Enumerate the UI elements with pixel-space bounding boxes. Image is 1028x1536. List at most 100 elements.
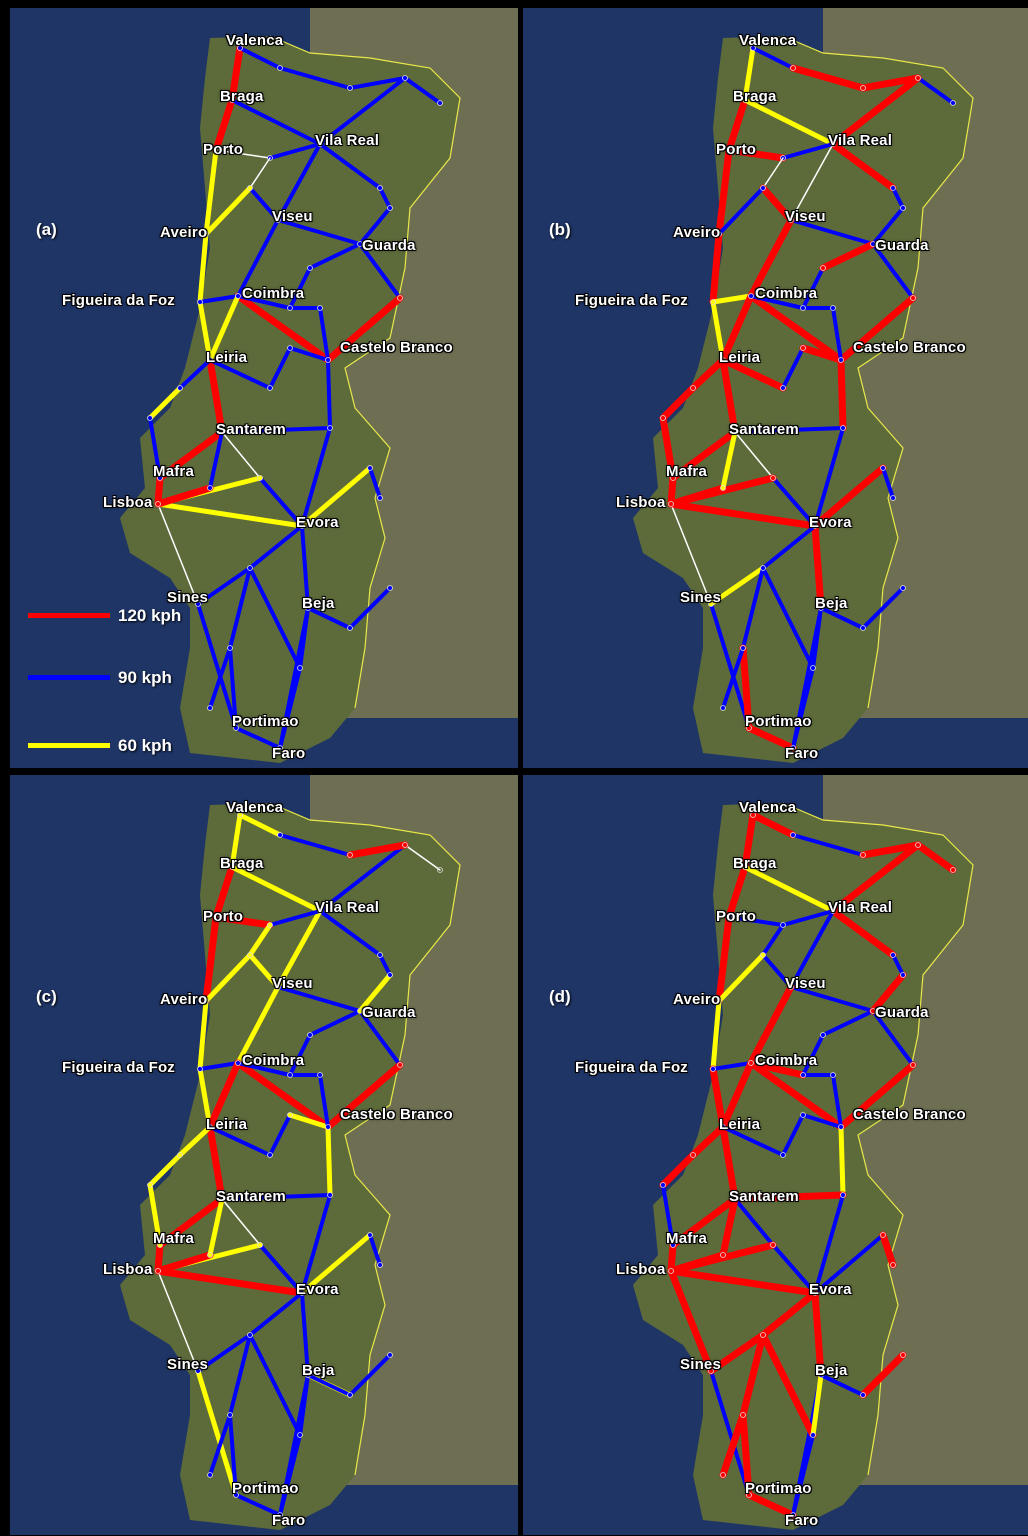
road-segment <box>669 428 739 482</box>
road-node <box>900 972 906 978</box>
road-node <box>950 100 956 106</box>
road-segment <box>300 1193 332 1295</box>
road-segment <box>661 1183 675 1247</box>
road-node <box>710 1066 716 1072</box>
road-segment <box>206 1059 242 1131</box>
city-label-aveiro: Aveiro <box>160 991 208 1008</box>
road-node <box>229 97 235 103</box>
road-node <box>860 625 866 631</box>
road-segment <box>154 484 214 508</box>
road-segment <box>667 474 677 508</box>
city-label-braga: Braga <box>733 88 777 105</box>
road-segment <box>781 1113 805 1157</box>
road-node <box>317 1072 323 1078</box>
road-segment <box>719 1123 739 1203</box>
road-segment <box>221 431 261 479</box>
road-node <box>732 429 738 435</box>
road-node <box>325 357 331 363</box>
road-segment <box>751 46 795 70</box>
road-node <box>347 625 353 631</box>
road-segment <box>300 1291 310 1377</box>
road-segment <box>710 998 722 1072</box>
road-node <box>950 867 956 873</box>
road-segment <box>299 1232 373 1296</box>
road-node <box>760 565 766 571</box>
city-label-aveiro: Aveiro <box>673 991 721 1008</box>
road-segment <box>725 96 749 154</box>
city-label-figueira-da-foz: Figueira da Foz <box>62 1059 176 1076</box>
city-label-guarda: Guarda <box>875 1004 929 1021</box>
road-node <box>740 645 746 651</box>
road-node <box>229 864 235 870</box>
road-segment <box>357 972 393 1014</box>
city-label-guarda: Guarda <box>362 237 416 254</box>
road-node <box>267 385 273 391</box>
portugal-land-area <box>633 36 973 763</box>
road-node <box>327 1192 333 1198</box>
road-node <box>247 185 253 191</box>
road-segment <box>228 566 252 650</box>
road-segment <box>741 811 757 871</box>
road-node <box>780 1152 786 1158</box>
road-segment <box>300 524 310 610</box>
road-segment <box>348 76 407 90</box>
road-segment <box>208 358 272 390</box>
road-node <box>207 1252 213 1258</box>
road-node <box>207 1124 213 1130</box>
road-segment <box>318 306 330 362</box>
city-label-valenca: Valenca <box>739 32 797 49</box>
road-segment <box>154 1251 214 1275</box>
road-segment <box>157 503 199 605</box>
portugal-land-area <box>120 803 460 1530</box>
city-label-faro: Faro <box>785 1512 819 1529</box>
city-label-beja: Beja <box>302 595 335 612</box>
legend-swatch <box>28 675 110 680</box>
legend-label: 120 kph <box>118 606 182 625</box>
road-node <box>207 485 213 491</box>
road-segment <box>276 218 362 246</box>
road-segment <box>208 1125 272 1157</box>
road-segment <box>298 1373 310 1437</box>
road-node <box>780 922 786 928</box>
city-label-aveiro: Aveiro <box>160 224 208 241</box>
road-node <box>708 601 714 607</box>
road-segment <box>727 915 785 927</box>
road-node <box>790 65 796 71</box>
city-label-mafra: Mafra <box>666 463 708 480</box>
road-segment <box>258 476 304 528</box>
road-segment <box>318 142 382 190</box>
road-segment <box>212 96 236 154</box>
road-node <box>287 305 293 311</box>
road-segment <box>821 1009 875 1037</box>
road-segment <box>248 524 304 570</box>
road-segment <box>197 1066 213 1130</box>
road-node <box>830 1072 836 1078</box>
road-node <box>880 1232 886 1238</box>
road-node <box>203 231 209 237</box>
city-label-leiria: Leiria <box>206 349 248 366</box>
road-segment <box>306 1373 352 1397</box>
road-node <box>900 1352 906 1358</box>
road-node <box>860 852 866 858</box>
road-network-map <box>523 775 1028 1535</box>
road-node <box>317 141 323 147</box>
road-node <box>233 725 239 731</box>
road-segment <box>708 565 766 607</box>
road-segment <box>238 46 282 70</box>
legend-item: 90 kph <box>28 668 208 690</box>
road-segment <box>747 1059 807 1079</box>
road-segment <box>819 606 865 630</box>
road-node <box>357 241 363 247</box>
road-segment <box>801 1033 825 1077</box>
road-segment <box>801 266 825 310</box>
road-node <box>347 85 353 91</box>
road-node <box>838 357 844 363</box>
road-segment <box>709 230 723 306</box>
road-segment <box>859 74 922 92</box>
road-node <box>147 1182 153 1188</box>
road-segment <box>916 76 955 105</box>
road-node <box>790 1512 796 1518</box>
road-node <box>746 1492 752 1498</box>
road-node <box>277 65 283 71</box>
road-segment <box>781 909 835 927</box>
